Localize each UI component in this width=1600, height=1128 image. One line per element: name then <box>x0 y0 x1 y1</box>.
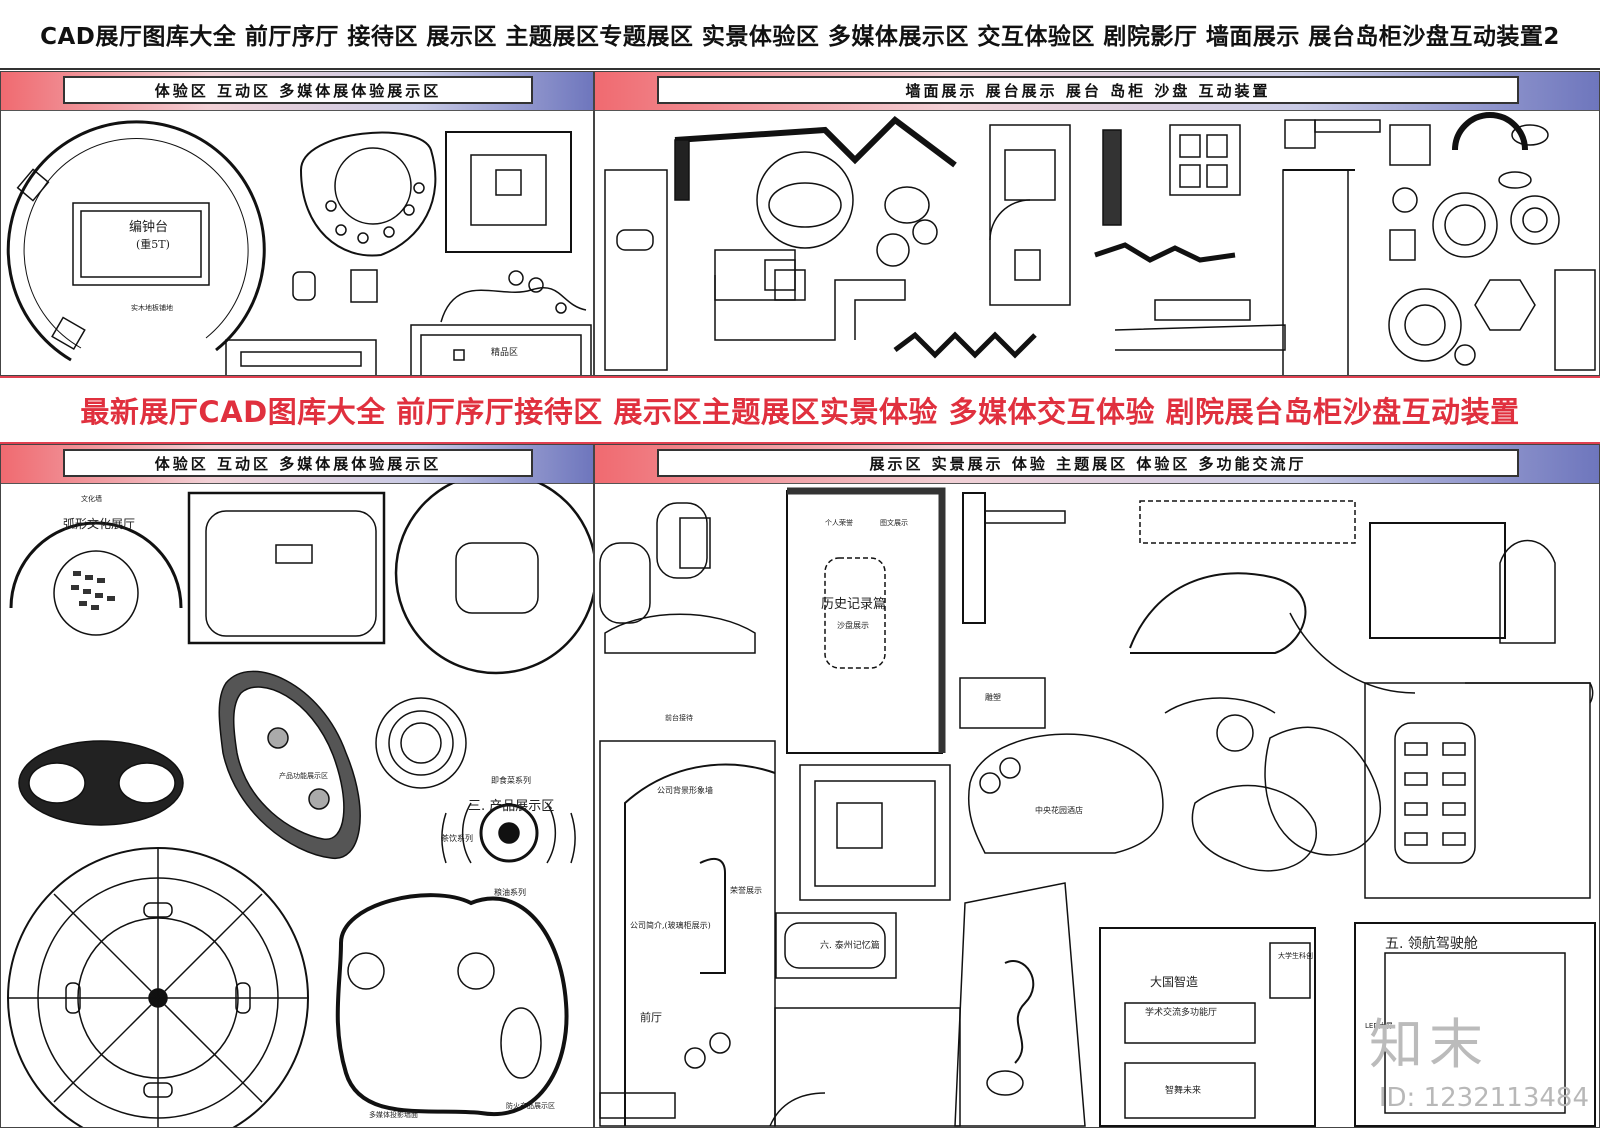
cad-drawings-bottom-right: 个人荣誉 图文展示 历史记录篇 沙盘展示 前台接待 公司背景形象墙 公司简介,(… <box>599 487 1596 1127</box>
panel-top-right: 墙面展示 展台展示 展台 岛柜 沙盘 互动装置 <box>594 71 1600 376</box>
label-wood-floor: 实木地板铺地 <box>131 303 173 312</box>
panel-bottom-left: 体验区 互动区 多媒体展体验展示区 <box>0 444 594 1128</box>
panel-top-left: 体验区 互动区 多媒体展体验展示区 <box>0 71 594 376</box>
cad-drawings-bottom-left: 文化墙 弧形文化展厅 产品功能展示区 即食菜系列 三. 产品展示区 茶饮系列 粮… <box>7 483 593 1127</box>
label-company-image: 公司背景形象墙 <box>657 785 713 795</box>
label-sculpture: 雕塑 <box>985 692 1001 702</box>
label-sand-table: 沙盘展示 <box>837 620 869 630</box>
label-honor-display: 荣誉展示 <box>730 885 762 895</box>
promo-banner-text: 最新展厅CAD图库大全 前厅序厅接待区 展示区主题展区实景体验 多媒体交互体验 … <box>80 395 1520 429</box>
label-academic-hall: 学术交流多功能厅 <box>1145 1006 1217 1018</box>
label-personal-honor: 个人荣誉 <box>825 518 853 527</box>
label-bell-weight: (重5T) <box>136 237 170 251</box>
label-graphic-display: 图文展示 <box>880 518 908 527</box>
label-multimedia-wall: 多媒体投影墙面 <box>369 1110 418 1119</box>
label-big-country: 大国智造 <box>1150 974 1198 989</box>
label-company-intro: 公司简介,(玻璃柜展示) <box>630 920 711 930</box>
label-bell-stage: 编钟台 <box>129 219 168 235</box>
watermark-id: ID: 1232113484 <box>1378 1083 1589 1113</box>
label-front-desk: 前台接待 <box>665 713 693 722</box>
label-college-science: 大学生科创 <box>1278 951 1313 960</box>
section-label-top-right: 墙面展示 展台展示 展台 岛柜 沙盘 互动装置 <box>657 76 1519 104</box>
section-label-bottom-right: 展示区 实景展示 体验 主题展区 体验区 多功能交流厅 <box>657 449 1519 477</box>
label-arc-hall: 弧形文化展厅 <box>63 516 135 531</box>
cad-drawings-top-right <box>604 112 1596 375</box>
label-led-screen: LED大屏 <box>1365 1021 1393 1030</box>
label-pilot-cabin: 五. 领航驾驶舱 <box>1385 936 1478 952</box>
label-fire-products: 防火产品展示区 <box>506 1101 555 1110</box>
label-memory-hall: 六. 泰州记忆篇 <box>820 939 880 951</box>
section-label-top-left: 体验区 互动区 多媒体展体验展示区 <box>63 76 533 104</box>
label-history-record: 历史记录篇 <box>821 597 886 612</box>
page-title: CAD展厅图库大全 前厅序厅 接待区 展示区 主题展区专题展区 实景体验区 多媒… <box>0 0 1600 70</box>
promo-banner: 最新展厅CAD图库大全 前厅序厅接待区 展示区主题展区实景体验 多媒体交互体验 … <box>0 376 1600 444</box>
label-product-zone: 三. 产品展示区 <box>468 799 554 814</box>
watermark-logo: 知末 <box>1369 1013 1489 1076</box>
label-future: 智舞未来 <box>1165 1084 1201 1096</box>
cad-drawings-top-left: 编钟台 (重5T) 实木地板铺地 精品区 <box>6 120 592 375</box>
label-boutique: 精品区 <box>491 346 518 358</box>
label-tea-series: 茶饮系列 <box>441 833 473 843</box>
label-product-function: 产品功能展示区 <box>279 771 328 780</box>
label-culture-wall: 文化墙 <box>81 494 102 503</box>
label-grain-oil: 粮油系列 <box>494 887 526 897</box>
section-label-bottom-left: 体验区 互动区 多媒体展体验展示区 <box>63 449 533 477</box>
label-central-garden: 中央花园酒店 <box>1035 805 1083 815</box>
page-title-text: CAD展厅图库大全 前厅序厅 接待区 展示区 主题展区专题展区 实景体验区 多媒… <box>40 24 1560 50</box>
label-lobby: 前厅 <box>640 1010 662 1024</box>
panel-bottom-right: 展示区 实景展示 体验 主题展区 体验区 多功能交流厅 <box>594 444 1600 1128</box>
label-instant-food: 即食菜系列 <box>491 775 531 785</box>
